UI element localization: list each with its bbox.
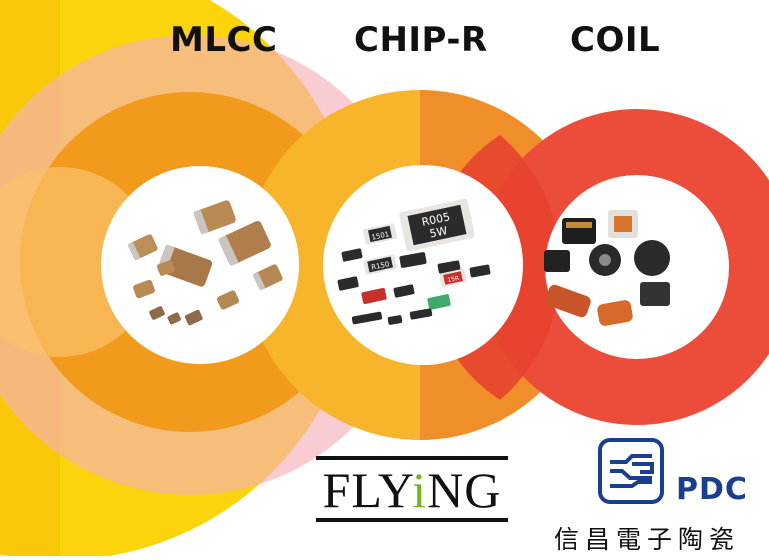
mlcc-chip-2 xyxy=(218,221,271,266)
chipr-resistor-small-3 xyxy=(437,260,461,274)
mlcc-chip-7 xyxy=(156,260,176,276)
flying-wordmark: FLYiNG xyxy=(316,464,508,516)
chipr-array-2 xyxy=(387,315,403,325)
chipr-components: R005 5W 1501 R150 15R xyxy=(337,198,491,325)
chipr-resistor-15r: 15R xyxy=(439,268,467,288)
coil-inductor-5 xyxy=(634,240,670,276)
chipr-resistor-green xyxy=(427,294,451,310)
pdc-logo: PDC 信昌電子陶瓷 xyxy=(554,434,764,554)
chip-r-label: CHIP-R xyxy=(354,20,488,60)
pdc-chinese-name: 信昌電子陶瓷 xyxy=(554,525,741,554)
mlcc-chip-5 xyxy=(253,264,283,290)
large-resistor-label-top: R005 xyxy=(420,210,451,229)
chipr-resistor-1501: 1501 xyxy=(363,223,397,245)
flying-logo: FLYiNG xyxy=(316,456,508,524)
chipr-resistor-small-2 xyxy=(399,252,427,268)
mlcc-chip-8 xyxy=(216,290,240,310)
chipr-resistor-r150: R150 xyxy=(363,254,397,275)
chipr-resistor-small-1 xyxy=(341,248,363,262)
chipr-array-3 xyxy=(409,308,433,320)
mlcc-chip-6 xyxy=(133,279,155,299)
flying-bottom-bar xyxy=(316,518,508,522)
chipr-resistor-red xyxy=(361,288,387,304)
mlcc-chip-9 xyxy=(149,306,203,326)
coil-inductor-8 xyxy=(597,300,633,326)
coil-inductor-6 xyxy=(640,282,670,306)
flying-accent-letter: i xyxy=(412,462,428,518)
coil-inductor-7 xyxy=(545,284,591,318)
coil-inductor-1 xyxy=(562,218,596,244)
flying-prefix: FLY xyxy=(322,462,413,518)
chipr-array-1 xyxy=(351,311,383,325)
resistor-r150-label: R150 xyxy=(371,260,390,272)
pdc-name: PDC xyxy=(676,472,748,507)
mlcc-chip-3 xyxy=(128,234,158,260)
chipr-disc xyxy=(323,165,523,365)
flying-suffix: NG xyxy=(427,462,502,518)
coil-inductor-3 xyxy=(544,250,570,272)
chipr-large-resistor: R005 5W xyxy=(399,198,475,252)
large-resistor-label-bottom: 5W xyxy=(428,224,448,240)
chipr-resistor-small-6 xyxy=(393,284,415,298)
mlcc-chip-1 xyxy=(193,200,236,235)
chipr-resistor-small-4 xyxy=(469,264,491,278)
coil-components xyxy=(544,210,670,326)
coil-label: COIL xyxy=(570,20,661,60)
flying-top-bar xyxy=(316,456,508,460)
mlcc-components xyxy=(128,200,283,326)
chipr-resistor-small-5 xyxy=(337,276,359,291)
mlcc-label: MLCC xyxy=(170,20,278,60)
resistor-1501-label: 1501 xyxy=(371,230,390,242)
pdc-emblem-icon xyxy=(598,438,664,504)
resistor-15r-label: 15R xyxy=(447,275,460,284)
